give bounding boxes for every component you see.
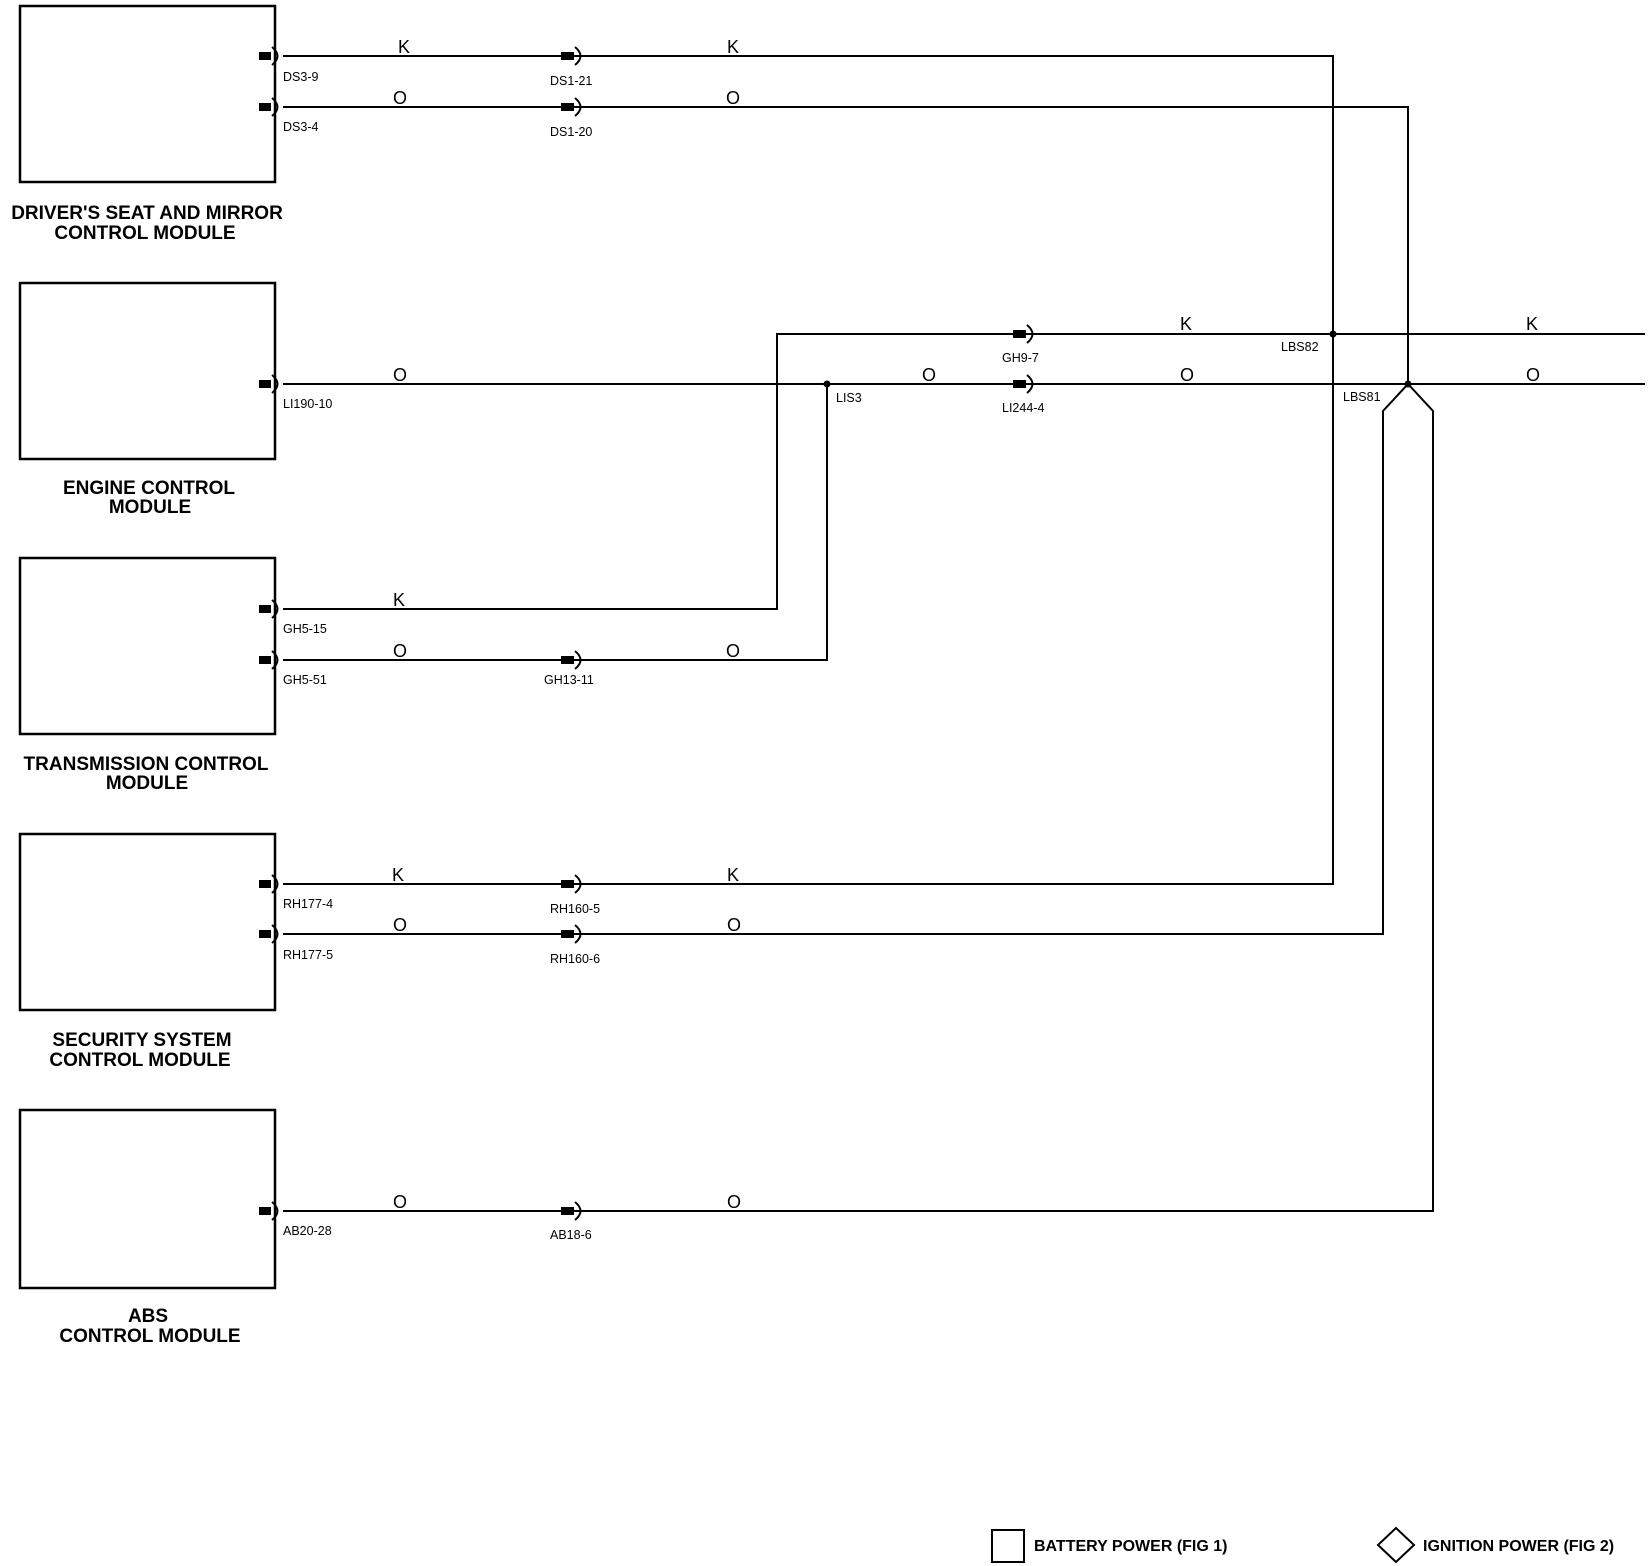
connector-ab18-6-symbol	[561, 1201, 582, 1221]
pin-label-gh5-51: GH5-51	[283, 673, 327, 687]
wire-ssm-o	[283, 382, 1434, 1212]
wire-color-label: O	[393, 641, 407, 661]
wire-color-label: K	[727, 865, 739, 885]
connector-rh160-6-symbol	[561, 924, 582, 944]
pin-label-ds1-21: DS1-21	[550, 74, 592, 88]
pin-label-ds1-20: DS1-20	[550, 125, 592, 139]
ssm-title-line1: SECURITY SYSTEM	[52, 1030, 231, 1051]
legend-battery-square-icon	[991, 1529, 1025, 1563]
wire-color-label: K	[1180, 314, 1192, 334]
wire-color-label: O	[726, 641, 740, 661]
wire-color-label: O	[393, 365, 407, 385]
legend-ignition-diamond-icon	[1376, 1526, 1416, 1564]
legend-battery-text: BATTERY POWER (FIG 1)	[1034, 1538, 1227, 1555]
pin-label-ds3-4: DS3-4	[283, 120, 318, 134]
wire-tcm-o	[283, 384, 828, 661]
wire-color-label: O	[727, 1192, 741, 1212]
wire-tcm-k	[283, 333, 1645, 610]
wire-color-label: O	[393, 915, 407, 935]
connector-gh9-7-symbol	[1013, 324, 1034, 344]
drivers-seat-mirror-module-box	[18, 4, 277, 184]
connector-ab20-28-symbol	[259, 1201, 279, 1221]
security-system-module-box	[18, 832, 277, 1012]
pin-label-li244-4: LI244-4	[1002, 401, 1044, 415]
pin-label-gh9-7: GH9-7	[1002, 351, 1039, 365]
pin-label-ab20-28: AB20-28	[283, 1224, 332, 1238]
pin-label-gh5-15: GH5-15	[283, 622, 327, 636]
connector-gh5-51-symbol	[259, 650, 279, 670]
pin-label-rh160-6: RH160-6	[550, 952, 600, 966]
dsm-title-line2: CONTROL MODULE	[54, 223, 235, 244]
ssm-title-line2: CONTROL MODULE	[49, 1050, 230, 1071]
connector-gh13-11-symbol	[561, 650, 582, 670]
legend-ignition-text: IGNITION POWER (FIG 2)	[1423, 1538, 1614, 1555]
connector-li190-10-symbol	[259, 374, 279, 394]
connector-ds1-21-symbol	[561, 46, 582, 66]
splice-lis3-dot	[823, 380, 831, 388]
connector-rh160-5-symbol	[561, 874, 582, 894]
ecm-title-line2: MODULE	[109, 497, 191, 518]
connector-gh5-15-symbol	[259, 599, 279, 619]
pin-label-rh177-5: RH177-5	[283, 948, 333, 962]
wire-color-label: K	[392, 865, 404, 885]
connector-ds1-20-symbol	[561, 97, 582, 117]
abs-title-line1: ABS	[128, 1306, 168, 1327]
ecm-title-line1: ENGINE CONTROL	[63, 478, 235, 499]
pin-label-lis3: LIS3	[836, 391, 862, 405]
engine-control-module-box	[18, 281, 277, 461]
abs-control-module-box	[18, 1108, 277, 1290]
wire-color-label: O	[727, 915, 741, 935]
pin-label-ab18-6: AB18-6	[550, 1228, 592, 1242]
wire-color-label: K	[727, 37, 739, 57]
pin-label-lbs81: LBS81	[1343, 390, 1381, 404]
pin-label-lbs82: LBS82	[1281, 340, 1319, 354]
abs-title-line2: CONTROL MODULE	[59, 1326, 240, 1347]
wire-color-label: O	[1180, 365, 1194, 385]
tcm-title-line1: TRANSMISSION CONTROL	[24, 754, 269, 775]
wire-color-label: K	[393, 590, 405, 610]
wire-dsm-k	[283, 55, 1334, 885]
connector-li244-4-symbol	[1013, 374, 1034, 394]
transmission-control-module-box	[18, 556, 277, 736]
splice-lbs82-dot	[1329, 330, 1337, 338]
wire-color-label: O	[1526, 365, 1540, 385]
wire-color-label: K	[1526, 314, 1538, 334]
connector-ds3-4-symbol	[259, 97, 279, 117]
pin-label-rh177-4: RH177-4	[283, 897, 333, 911]
splice-lbs81-dot	[1404, 380, 1412, 388]
wire-color-label: O	[393, 1192, 407, 1212]
connector-rh177-5-symbol	[259, 924, 279, 944]
wire-color-label: O	[393, 88, 407, 108]
wire-color-label: K	[398, 37, 410, 57]
connector-ds3-9-symbol	[259, 46, 279, 66]
dsm-title-line1: DRIVER'S SEAT AND MIRROR	[11, 203, 283, 224]
pin-label-ds3-9: DS3-9	[283, 70, 318, 84]
wire-dsm-o	[283, 106, 1409, 384]
wire-color-label: O	[726, 88, 740, 108]
connector-rh177-4-symbol	[259, 874, 279, 894]
wire-color-label: O	[922, 365, 936, 385]
pin-label-rh160-5: RH160-5	[550, 902, 600, 916]
pin-label-gh13-11: GH13-11	[544, 673, 594, 687]
tcm-title-line2: MODULE	[106, 773, 188, 794]
pin-label-li190-10: LI190-10	[283, 397, 332, 411]
